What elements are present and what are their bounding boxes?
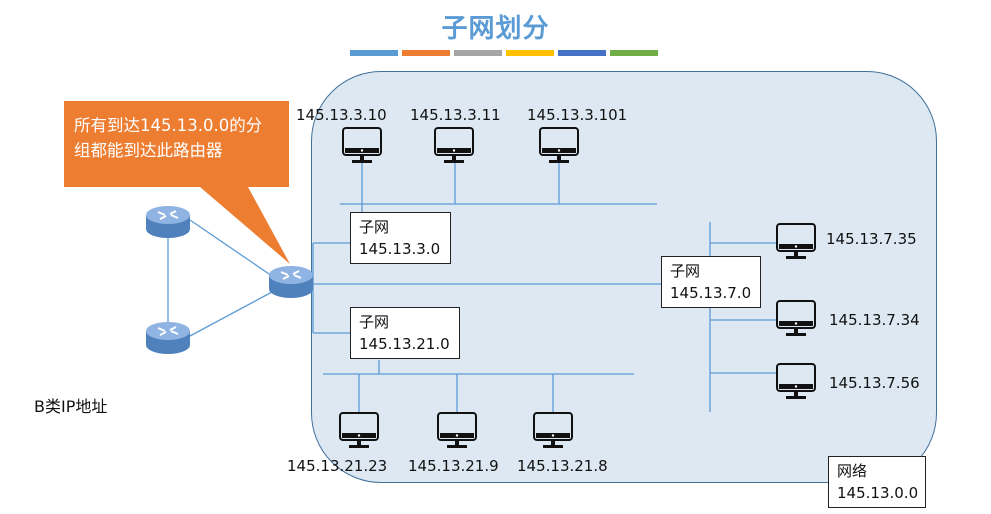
title-color-bar <box>558 50 606 56</box>
computer-icon <box>434 127 474 163</box>
host-address: 145.13.3.101 <box>527 106 628 124</box>
subnet-box: 子网 145.13.3.0 <box>350 212 451 264</box>
callout-text: 所有到达145.13.0.0的分组都能到达此路由器 <box>74 116 263 160</box>
router-link <box>189 219 273 277</box>
callout-shape <box>64 101 290 264</box>
network-area <box>311 71 937 483</box>
class-b-note: B类IP地址 <box>34 397 108 416</box>
subnet-label: 子网 <box>670 262 701 280</box>
router-icon <box>146 322 190 354</box>
subnet-label: 子网 <box>359 218 390 236</box>
computer-icon <box>342 127 382 163</box>
host-address: 145.13.7.35 <box>826 230 917 248</box>
network-address: 145.13.0.0 <box>837 484 919 502</box>
computer-icon <box>339 412 379 448</box>
network-label: 网络 <box>837 462 868 480</box>
computer-icon <box>776 363 816 399</box>
subnet-address: 145.13.7.0 <box>670 284 752 302</box>
host-address: 145.13.21.23 <box>287 457 388 475</box>
title-color-bar <box>506 50 554 56</box>
router-link <box>189 291 273 337</box>
computer-icon <box>533 412 573 448</box>
subnet-box: 子网 145.13.21.0 <box>350 307 460 359</box>
title-color-bar <box>610 50 658 56</box>
computer-icon <box>539 127 579 163</box>
subnet-address: 145.13.3.0 <box>359 240 441 258</box>
page-title: 子网划分 <box>441 14 550 44</box>
subnet-address: 145.13.21.0 <box>359 335 450 353</box>
subnet-box: 子网 145.13.7.0 <box>661 256 761 308</box>
host-address: 145.13.21.8 <box>517 457 608 475</box>
host-address: 145.13.7.34 <box>829 311 920 329</box>
computer-icon <box>776 300 816 336</box>
host-address: 145.13.3.11 <box>410 106 501 124</box>
host-address: 145.13.21.9 <box>408 457 499 475</box>
title-color-bar <box>454 50 502 56</box>
network-box: 网络 145.13.0.0 <box>828 456 926 508</box>
computer-icon <box>437 412 477 448</box>
host-address: 145.13.3.10 <box>296 106 387 124</box>
title-color-bar <box>402 50 450 56</box>
title-color-bars <box>350 50 658 56</box>
title-color-bar <box>350 50 398 56</box>
computer-icon <box>776 223 816 259</box>
router-icon <box>269 266 313 298</box>
subnet-label: 子网 <box>359 313 390 331</box>
host-address: 145.13.7.56 <box>829 374 920 392</box>
router-icon <box>146 206 190 238</box>
